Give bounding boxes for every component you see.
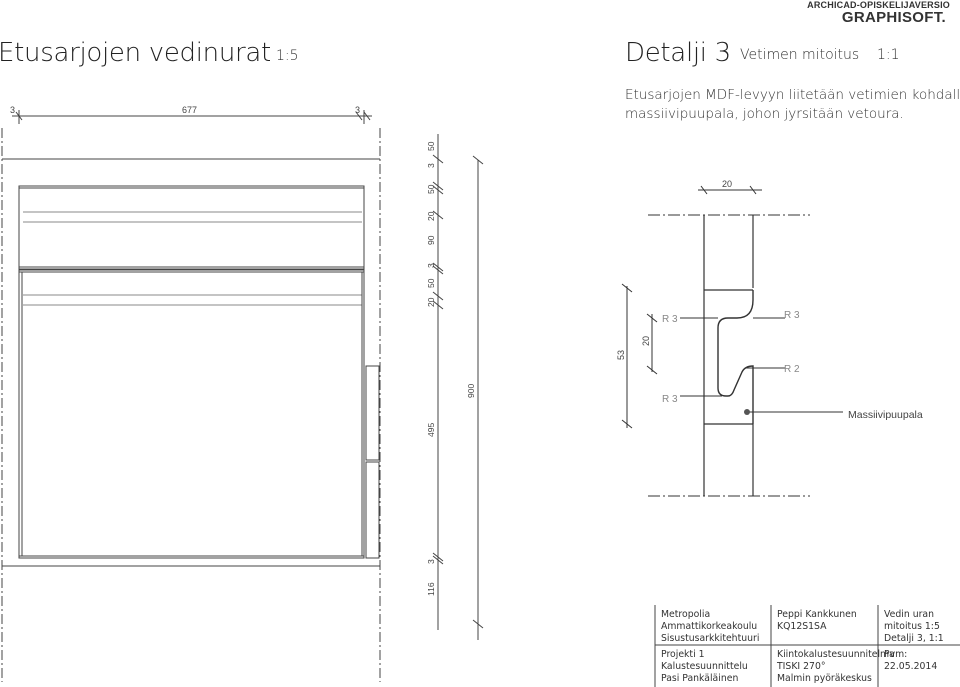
- vdim-116: 116: [426, 582, 436, 596]
- front-elevation: [1, 110, 484, 682]
- right-drawing-title: Detalji 3: [625, 38, 731, 68]
- right-drawing-scale: 1:1: [877, 47, 900, 63]
- groove-profile: [717, 290, 754, 424]
- right-drawing-subtitle: Vetimen mitoitus: [740, 47, 860, 63]
- dim-tick: [621, 419, 633, 429]
- dim-tick: [749, 185, 757, 195]
- title-block-project: Projekti 1 Kalustesuunnittelu Pasi Pankä…: [661, 649, 748, 684]
- detail-depth-53: 53: [616, 350, 626, 360]
- description-line-2: massiivipuupala, johon jyrsitään vetoura…: [625, 106, 904, 122]
- lower-drawer-front: [18, 269, 365, 559]
- vdim-495: 495: [426, 423, 436, 437]
- radius-label-r3-right: R 3: [784, 310, 800, 321]
- handle-groove-detail: [621, 185, 843, 497]
- title-block-school: Metropolia Ammattikorkeakoulu Sisustusar…: [661, 609, 760, 644]
- left-drawing-scale: 1:5: [276, 48, 299, 64]
- title-block-drawing: Vedin uran mitoitus 1:5 Detalji 3, 1:1: [884, 609, 944, 644]
- vdim-50-lower: 50: [426, 278, 436, 288]
- dim-tick: [621, 283, 633, 293]
- student-version-label: ARCHICAD-OPISKELIJAVERSIO: [807, 0, 950, 10]
- leader-dot: [744, 409, 750, 415]
- title-block-date: Pvm: 22.05.2014: [884, 649, 938, 672]
- vdim-90: 90: [426, 235, 436, 245]
- dim-tick: [472, 155, 484, 165]
- vdim-3-bottom: 3: [426, 559, 436, 564]
- left-drawing-title: Etusarjojen vedinurat: [0, 38, 271, 68]
- dim-tick: [646, 313, 658, 323]
- vertical-dim-ticks: [432, 154, 444, 565]
- radius-label-r3-bottom: R 3: [662, 394, 678, 405]
- side-panel: [365, 365, 380, 461]
- upper-drawer-front: [18, 185, 365, 270]
- dim-width-677: 677: [182, 105, 197, 115]
- dim-tick: [472, 619, 484, 629]
- side-panel: [365, 461, 380, 559]
- detail-depth-20: 20: [641, 336, 651, 346]
- vdim-3-top: 3: [426, 163, 436, 168]
- radius-label-r3-left: R 3: [662, 314, 678, 325]
- dim-right-3: 3: [355, 105, 360, 115]
- vdim-20-upper: 20: [426, 211, 436, 221]
- title-block-object: Kiintokalustesuunnitelma TISKI 270° Malm…: [777, 649, 895, 684]
- vdim-900-overall: 900: [466, 384, 476, 398]
- vdim-50-upper: 50: [426, 184, 436, 194]
- vdim-3-middle: 3: [426, 263, 436, 268]
- vdim-50-top: 50: [426, 141, 436, 151]
- material-label: Massiivipuupala: [848, 409, 923, 421]
- dim-tick: [363, 111, 371, 121]
- dim-left-3: 3: [10, 105, 15, 115]
- dim-tick: [646, 365, 658, 375]
- description-line-1: Etusarjojen MDF-levyyn liitetään vetimie…: [625, 87, 960, 103]
- radius-label-r2: R 2: [784, 364, 800, 375]
- title-block-student: Peppi Kankkunen KQ12S1SA: [777, 609, 857, 632]
- graphisoft-logo: GRAPHISOFT.: [841, 9, 946, 26]
- vdim-20-lower: 20: [426, 297, 436, 307]
- dim-tick: [355, 111, 363, 121]
- dim-tick: [700, 185, 708, 195]
- detail-width-20: 20: [722, 179, 732, 189]
- title-block-frame: [654, 605, 960, 687]
